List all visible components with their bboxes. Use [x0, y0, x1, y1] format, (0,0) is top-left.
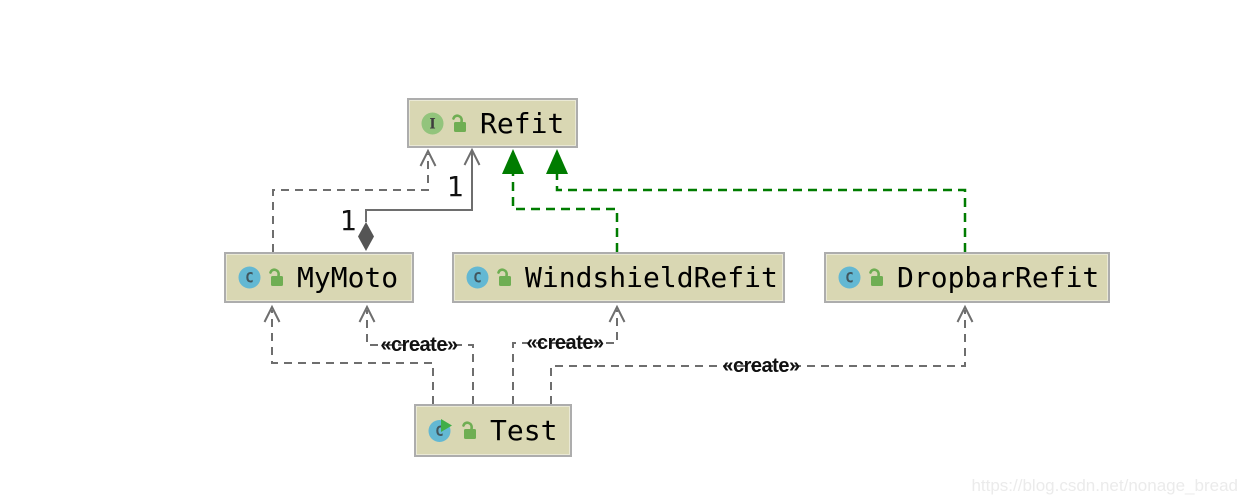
- open-arrowhead-icon: [608, 304, 626, 323]
- class-node-mymoto[interactable]: C MyMoto: [224, 252, 414, 303]
- watermark-text: https://blog.csdn.net/nonage_bread: [971, 476, 1238, 495]
- multiplicity-label-source: 1: [339, 204, 357, 237]
- node-name-label: WindshieldRefit: [525, 261, 778, 294]
- class-icon: C: [466, 266, 489, 289]
- node-name-label: MyMoto: [297, 261, 399, 294]
- edge-realization-dropbarrefit-refit[interactable]: [546, 149, 967, 252]
- unlocked-padlock-icon: [494, 267, 513, 288]
- create-stereotype-label: «create»: [722, 355, 800, 377]
- runnable-class-icon: C: [428, 418, 454, 443]
- open-arrowhead-icon: [263, 304, 281, 323]
- edge-create-test-mymoto[interactable]: [358, 304, 474, 404]
- class-icon: C: [238, 266, 261, 289]
- realization-triangle-icon: [546, 149, 568, 174]
- node-name-label: DropbarRefit: [897, 261, 1100, 294]
- create-stereotype-label: «create»: [380, 334, 458, 356]
- aggregation-diamond-icon: [358, 222, 374, 251]
- open-arrowhead-icon: [463, 147, 481, 166]
- open-arrowhead-icon: [358, 304, 376, 323]
- node-name-label: Refit: [480, 106, 565, 140]
- class-node-windshieldrefit[interactable]: C WindshieldRefit: [452, 252, 785, 303]
- run-triangle-icon: [441, 418, 452, 432]
- realization-triangle-icon: [502, 149, 524, 174]
- svg-text:C: C: [473, 271, 481, 287]
- open-arrowhead-icon: [419, 148, 437, 167]
- class-node-refit[interactable]: I Refit: [407, 98, 578, 148]
- create-stereotype-label: «create»: [526, 332, 604, 354]
- multiplicity-label-target: 1: [446, 170, 464, 203]
- svg-text:C: C: [845, 271, 853, 287]
- unlocked-padlock-icon: [266, 267, 285, 288]
- edge-dependency-test-mymoto[interactable]: [263, 304, 434, 404]
- interface-icon: I: [421, 112, 444, 135]
- edge-create-test-dropbarrefit[interactable]: [550, 304, 974, 404]
- class-node-test[interactable]: C Test: [414, 404, 572, 457]
- edge-create-test-windshieldrefit[interactable]: [512, 304, 626, 404]
- edge-realization-windshieldrefit-refit[interactable]: [502, 149, 619, 252]
- class-node-dropbarrefit[interactable]: C DropbarRefit: [824, 252, 1110, 303]
- svg-text:I: I: [429, 116, 435, 132]
- open-arrowhead-icon: [956, 304, 974, 323]
- unlocked-padlock-icon: [866, 267, 885, 288]
- class-icon: C: [838, 266, 861, 289]
- edge-aggregation-mymoto-refit[interactable]: [358, 147, 481, 251]
- node-name-label: Test: [490, 414, 558, 447]
- svg-text:C: C: [435, 424, 443, 440]
- svg-text:C: C: [245, 271, 253, 287]
- unlocked-padlock-icon: [459, 420, 478, 441]
- unlocked-padlock-icon: [449, 113, 468, 134]
- edge-dependency-mymoto-refit[interactable]: [272, 148, 437, 252]
